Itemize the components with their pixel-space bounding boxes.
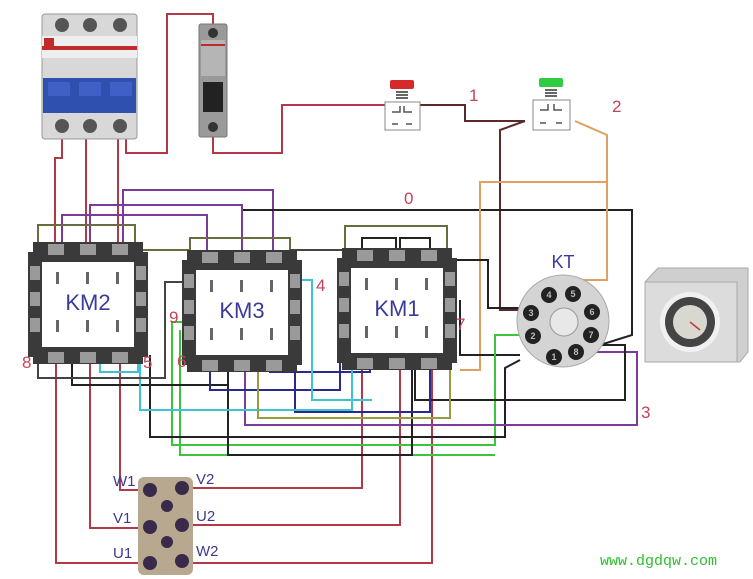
watermark: www.dgdqw.com: [600, 553, 718, 570]
timer-relay-icon: [644, 267, 749, 363]
kt-pin-4: 4: [546, 290, 551, 300]
terminal-label-w1: W1: [113, 473, 136, 490]
contactor-km1: KM1: [337, 248, 457, 370]
km3-label: KM3: [219, 298, 264, 323]
wire-number-6: 6: [177, 352, 186, 371]
contactor-km3: KM3: [182, 250, 302, 372]
kt-relay-socket: KT 1 2 3 4 5 6 7 8: [516, 252, 610, 368]
terminal-label-u1: U1: [113, 545, 132, 562]
kt-label: KT: [551, 252, 574, 272]
wire-number-3: 3: [641, 403, 650, 422]
wire-number-8: 8: [22, 353, 31, 372]
contactor-km2: KM2: [28, 242, 148, 364]
km2-label: KM2: [65, 290, 110, 315]
three-pole-breaker-icon: [41, 13, 138, 140]
terminal-label-w2: W2: [196, 543, 219, 560]
motor-terminal-box: W1 V1 U1 V2 U2 W2: [113, 471, 219, 575]
terminal-label-v1: V1: [113, 510, 131, 527]
kt-pin-6: 6: [589, 307, 594, 317]
wire-number-1: 1: [469, 86, 478, 105]
terminal-label-u2: U2: [196, 508, 215, 525]
kt-pin-2: 2: [530, 331, 535, 341]
wire-number-7: 7: [456, 315, 465, 334]
wire-number-4: 4: [316, 276, 325, 295]
wire-number-5: 5: [143, 353, 152, 372]
terminal-label-v2: V2: [196, 471, 214, 488]
km1-label: KM1: [374, 296, 419, 321]
wire-number-2: 2: [612, 97, 621, 116]
kt-pins: 1 2 3 4 5 6 7 8: [523, 286, 600, 365]
wire-number-labels: 0 1 2 3 4 5 6 7 8 9: [22, 86, 650, 422]
stop-button-icon: [384, 80, 421, 131]
kt-pin-3: 3: [528, 308, 533, 318]
wire-number-9: 9: [169, 308, 178, 327]
single-pole-breaker-icon: [198, 23, 228, 138]
kt-pin-5: 5: [570, 289, 575, 299]
kt-pin-8: 8: [573, 347, 578, 357]
start-button-icon: [532, 78, 571, 131]
kt-pin-7: 7: [588, 330, 593, 340]
kt-pin-1: 1: [551, 352, 556, 362]
wire-number-0: 0: [404, 189, 413, 208]
